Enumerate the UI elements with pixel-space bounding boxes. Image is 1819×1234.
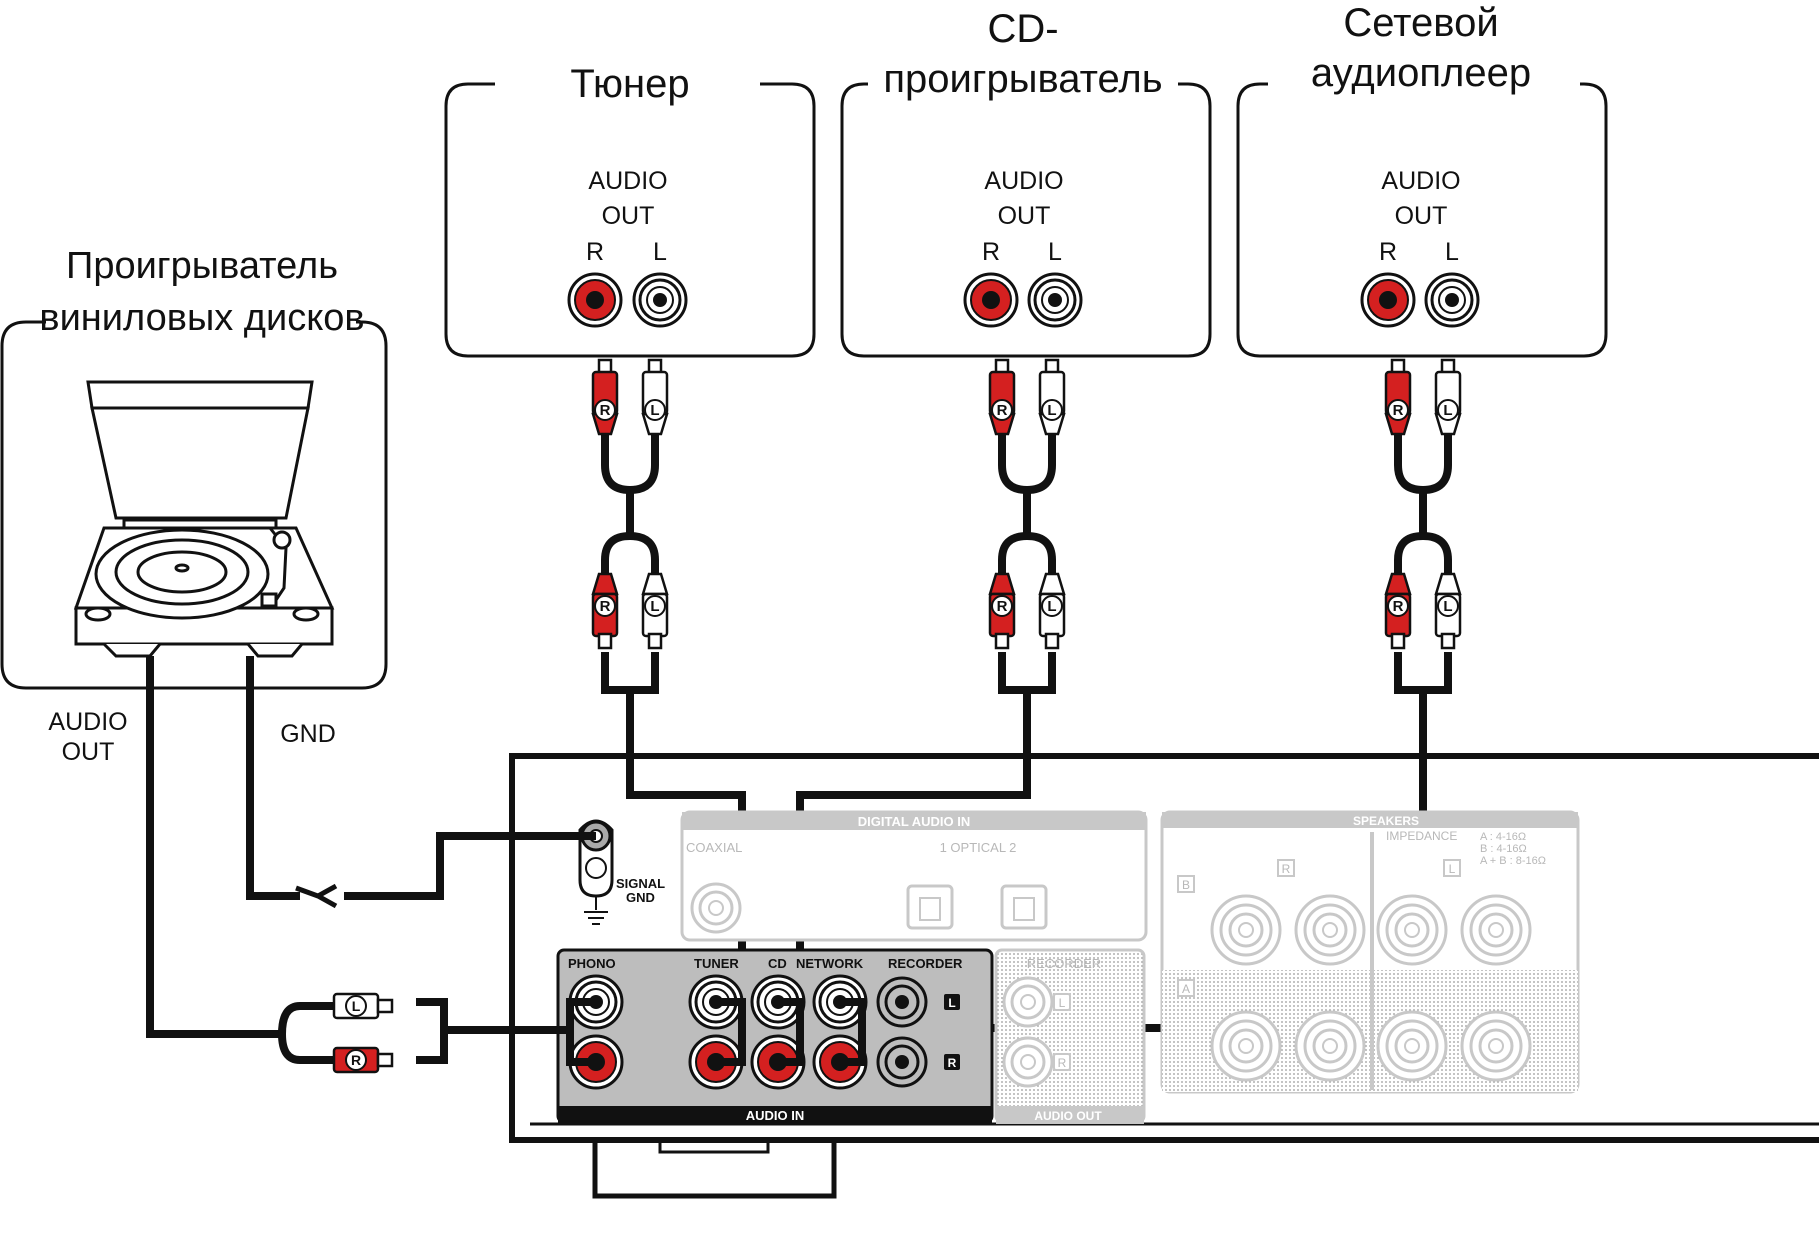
input-jack-cable-ends [716, 998, 866, 1066]
turntable-title-line2: виниловых дисков [39, 297, 364, 339]
tuner-title: Тюнер [570, 62, 689, 106]
plug-markers: R L R L R L R L R L R L [594, 399, 1459, 617]
turntable-audio-label: AUDIO [48, 708, 127, 736]
recorder-out-label: RECORDER [1027, 956, 1101, 971]
turntable-gnd-cable [246, 656, 596, 909]
audio-in-ch-r: R [948, 1056, 957, 1070]
plug-r-letter: R [997, 598, 1008, 615]
network-out-label: OUT [1395, 202, 1448, 230]
signal-gnd-label-1: SIGNAL [616, 876, 665, 891]
amplifier-rear-panel: SIGNAL GND DIGITAL AUDIO IN COAXIAL 1 OP… [509, 753, 1819, 1199]
network-audio-label: AUDIO [1381, 167, 1460, 195]
tuner-l-label: L [653, 238, 667, 266]
turntable-out-label: OUT [62, 738, 115, 766]
cd-out-label: OUT [998, 202, 1051, 230]
cd-in-label: CD [768, 956, 787, 971]
network-title-line2: аудиоплеер [1311, 51, 1531, 95]
plug-l-letter: L [650, 402, 659, 419]
plug-l-letter: L [650, 598, 659, 615]
impedance-a: A : 4-16Ω [1480, 831, 1526, 843]
plug-r-letter: R [600, 598, 611, 615]
network-out-jack-r [1360, 272, 1416, 328]
recorder-in-jack-l [876, 976, 928, 1028]
plug-r-letter: R [600, 402, 611, 419]
phono-label: PHONO [568, 956, 616, 971]
tuner-r-label: R [586, 238, 604, 266]
turntable-title-line1: Проигрыватель [66, 245, 338, 287]
impedance-label: IMPEDANCE [1386, 829, 1457, 843]
audio-out-ch-l: L [1059, 996, 1066, 1010]
network-player-device: Сетевой аудиоплеер AUDIO OUT R L [1236, 1, 1608, 358]
digital-audio-in-section: DIGITAL AUDIO IN COAXIAL 1 OPTICAL 2 [680, 810, 1148, 942]
audio-out-panel: RECORDER AUDIO OUT L R [994, 948, 1146, 1124]
speakers-a-label: A [1182, 982, 1190, 996]
tuner-out-label: OUT [602, 202, 655, 230]
impedance-b: B : 4-16Ω [1480, 843, 1527, 855]
phono-plug-r: R [332, 1046, 394, 1074]
phono-plug-l-letter: L [352, 998, 361, 1014]
phono-plug-r-letter: R [351, 1052, 361, 1068]
plug-l-letter: L [1443, 598, 1452, 615]
recorder-in-label: RECORDER [888, 956, 963, 971]
audio-out-label: AUDIO OUT [1034, 1109, 1102, 1123]
plug-r-letter: R [997, 402, 1008, 419]
signal-gnd-label-2: GND [626, 890, 655, 905]
plug-r-letter: R [1393, 402, 1404, 419]
cd-r-label: R [982, 238, 1000, 266]
speakers-b-label: B [1182, 878, 1190, 892]
cd-out-jack-r [963, 272, 1019, 328]
speakers-r-label: R [1282, 862, 1291, 876]
digital-audio-in-label: DIGITAL AUDIO IN [858, 814, 970, 829]
turntable-device: Проигрыватель виниловых дисков AUDIO OUT… [0, 245, 388, 766]
phono-plug-l: L [332, 992, 394, 1020]
turntable-audio-cable: L R [146, 656, 596, 1074]
audio-in-panel: AUDIO IN PHONO TUNER CD NETWORK RECORDER [556, 948, 994, 1124]
audio-out-ch-r: R [1058, 1056, 1067, 1070]
cd-title-line1: CD- [987, 7, 1058, 51]
network-in-label: NETWORK [796, 956, 864, 971]
tuner-out-jack-r [567, 272, 623, 328]
cd-l-label: L [1048, 238, 1062, 266]
tuner-device: Тюнер AUDIO OUT R L [444, 62, 816, 358]
network-out-jack-l [1424, 272, 1480, 328]
network-title-line1: Сетевой [1343, 1, 1498, 45]
plug-l-letter: L [1047, 402, 1056, 419]
turntable-gnd-label: GND [280, 720, 336, 748]
tuner-out-jack-l [632, 272, 688, 328]
cd-out-jack-l [1027, 272, 1083, 328]
coaxial-label: COAXIAL [686, 840, 742, 855]
plug-r-letter: R [1393, 598, 1404, 615]
speakers-l-label: L [1449, 862, 1456, 876]
cd-audio-label: AUDIO [984, 167, 1063, 195]
speakers-section: SPEAKERS IMPEDANCE A : 4-16Ω B : 4-16Ω A… [1160, 810, 1580, 1094]
impedance-ab: A + B : 8-16Ω [1480, 855, 1546, 867]
tuner-in-label: TUNER [694, 956, 739, 971]
turntable-icon [73, 380, 335, 658]
tuner-audio-label: AUDIO [588, 167, 667, 195]
cd-title-line2: проигрыватель [883, 57, 1162, 101]
audio-in-ch-l: L [948, 996, 955, 1010]
plug-l-letter: L [1443, 402, 1452, 419]
plug-l-letter: L [1047, 598, 1056, 615]
recorder-in-jack-r [876, 1036, 928, 1088]
audio-in-label: AUDIO IN [746, 1108, 805, 1123]
cd-player-device: CD- проигрыватель AUDIO OUT R L [840, 7, 1212, 358]
network-r-label: R [1379, 238, 1397, 266]
optical-label: 1 OPTICAL 2 [940, 840, 1017, 855]
speakers-label: SPEAKERS [1353, 814, 1419, 828]
network-l-label: L [1445, 238, 1459, 266]
